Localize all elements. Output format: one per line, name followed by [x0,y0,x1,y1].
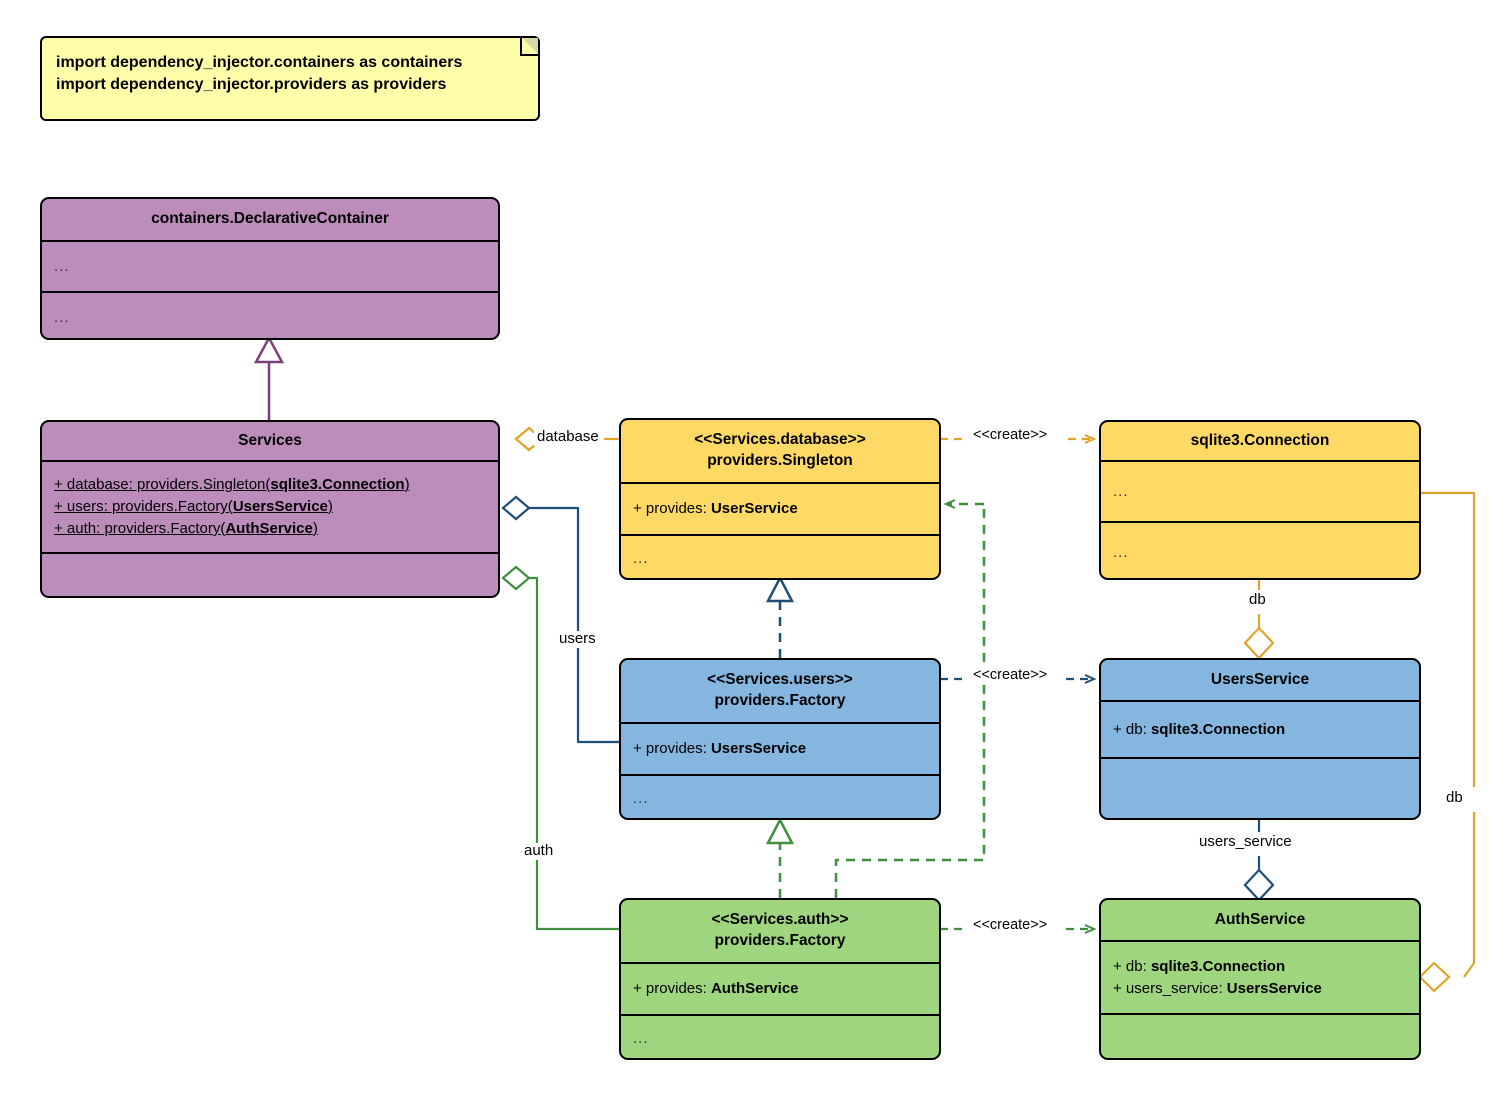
attribute-db: + db: sqlite3.Connection [1113,957,1286,975]
class-title-services: Services [238,431,302,449]
edge-realization-users-to-database [765,575,795,658]
class-box-authservice[interactable]: AuthService + db: sqlite3.Connection + u… [1099,898,1421,1060]
method-ellipsis: ... [1113,543,1129,561]
compartment-methods-sqlite3-connection: ... [1101,521,1419,578]
classname-providers-factory-auth: providers.Factory [714,932,846,949]
class-title-usersservice: UsersService [1210,670,1310,688]
attribute-auth: + auth: providers.Factory(AuthService) [54,519,318,537]
edge-generalization-services-to-container [253,335,285,420]
edge-aggregation-users-service [1243,820,1275,902]
attribute-provides-usersservice: + provides: UsersService [633,740,807,758]
compartment-methods-usersservice [1101,757,1419,818]
attribute-provides-authservice: + provides: AuthService [633,980,799,998]
class-box-sqlite3-connection[interactable]: sqlite3.Connection ... ... [1099,420,1421,580]
compartment-attributes-declarative-container: ... [42,240,498,291]
class-box-services-auth[interactable]: <<Services.auth>> providers.Factory + pr… [619,898,941,1060]
classname-providers-factory-users: providers.Factory [714,692,846,709]
import-note-text: import dependency_injector.containers as… [56,54,463,94]
edge-aggregation-users [501,495,619,744]
edge-label-users: users [556,630,599,648]
edge-label-users-service: users_service [1196,833,1295,851]
method-ellipsis: ... [633,790,649,808]
class-box-declarative-container[interactable]: containers.DeclarativeContainer ... ... [40,197,500,340]
edge-label-db-authservice: db [1443,789,1466,807]
edge-label-auth: auth [521,842,557,860]
stereotype-services-database: <<Services.database>> [694,431,866,449]
attribute-database: + database: providers.Singleton(sqlite3.… [54,476,410,494]
compartment-attributes-services-users: + provides: UsersService [621,722,939,774]
stereotype-services-auth: <<Services.auth>> [711,911,849,929]
compartment-attributes-services: + database: providers.Singleton(sqlite3.… [42,460,498,552]
class-title-declarative-container: containers.DeclarativeContainer [151,210,389,228]
compartment-attributes-services-database: + provides: UserService [621,482,939,534]
attribute-ellipsis: ... [1113,482,1129,500]
attribute-db: + db: sqlite3.Connection [1113,720,1286,738]
class-title-sqlite3-connection: sqlite3.Connection [1190,431,1330,449]
attribute-ellipsis: ... [54,257,70,275]
compartment-attributes-sqlite3-connection: ... [1101,460,1419,521]
compartment-methods-services [42,552,498,596]
class-box-services[interactable]: Services + database: providers.Singleton… [40,420,500,598]
attribute-users-service: + users_service: UsersService [1113,979,1322,997]
edge-label-db-usersservice: db [1246,591,1269,609]
class-title-services-database: <<Services.database>> providers.Singleto… [621,420,939,482]
class-box-services-database[interactable]: <<Services.database>> providers.Singleto… [619,418,941,580]
edge-aggregation-auth [501,565,619,931]
class-title-services-users: <<Services.users>> providers.Factory [621,660,939,722]
edge-label-create-auth: <<create>> [970,917,1051,934]
classname-providers-singleton: providers.Singleton [707,452,853,469]
class-box-usersservice[interactable]: UsersService + db: sqlite3.Connection [1099,658,1421,820]
stereotype-services-users: <<Services.users>> [707,671,853,689]
edge-aggregation-db-authservice [1418,491,1476,993]
compartment-methods-services-auth: ... [621,1014,939,1058]
edge-realization-auth-to-users [765,817,795,898]
method-ellipsis: ... [633,550,649,568]
class-title-services-auth: <<Services.auth>> providers.Factory [621,900,939,962]
attribute-users: + users: providers.Factory(UsersService) [54,498,333,516]
compartment-attributes-services-auth: + provides: AuthService [621,962,939,1014]
import-note: import dependency_injector.containers as… [40,36,540,121]
compartment-methods-services-database: ... [621,534,939,578]
class-box-services-users[interactable]: <<Services.users>> providers.Factory + p… [619,658,941,820]
method-ellipsis: ... [633,1030,649,1048]
compartment-attributes-authservice: + db: sqlite3.Connection + users_service… [1101,940,1419,1013]
compartment-methods-services-users: ... [621,774,939,818]
attribute-provides-userservice: + provides: UserService [633,500,798,518]
edge-label-database: database [534,428,602,446]
method-ellipsis: ... [54,308,70,326]
class-title-authservice: AuthService [1214,910,1306,928]
edge-label-create-database: <<create>> [970,427,1051,444]
note-fold-corner-icon [520,38,538,56]
compartment-methods-declarative-container: ... [42,291,498,338]
compartment-attributes-usersservice: + db: sqlite3.Connection [1101,700,1419,757]
edge-label-create-users: <<create>> [970,667,1051,684]
compartment-methods-authservice [1101,1013,1419,1058]
